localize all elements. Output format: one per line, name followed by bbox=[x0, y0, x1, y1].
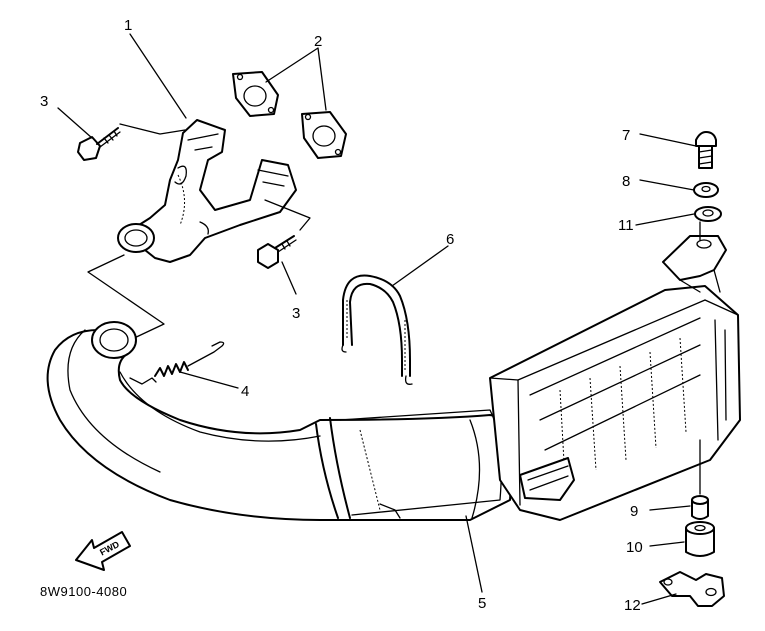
gasket-upper bbox=[232, 71, 279, 117]
plain-washer bbox=[694, 206, 722, 222]
gasket-lower bbox=[301, 111, 347, 159]
muffler-assembly bbox=[46, 235, 741, 522]
callout-9: 9 bbox=[630, 503, 638, 520]
callout-2: 2 bbox=[314, 33, 322, 50]
damper bbox=[685, 521, 715, 557]
breather-tube bbox=[341, 274, 413, 385]
bolt-muffler bbox=[695, 131, 717, 169]
callout-6: 6 bbox=[446, 231, 454, 248]
callout-labels: 1 2 3 3 4 5 6 7 8 9 10 11 12 bbox=[40, 17, 643, 614]
callout-4: 4 bbox=[241, 383, 249, 400]
spring bbox=[129, 341, 225, 385]
stay-bracket bbox=[659, 571, 725, 607]
callout-8: 8 bbox=[622, 173, 630, 190]
collar bbox=[691, 495, 709, 520]
diagram-code: 8W9100-4080 bbox=[40, 584, 127, 599]
callout-leaders bbox=[57, 33, 701, 605]
callout-5: 5 bbox=[478, 595, 486, 612]
assembly-guide-lines bbox=[87, 123, 311, 341]
callout-7: 7 bbox=[622, 127, 630, 144]
callout-3-upper: 3 bbox=[40, 93, 48, 110]
callout-10: 10 bbox=[626, 539, 643, 556]
bolt-lower bbox=[257, 235, 297, 269]
callout-12: 12 bbox=[624, 597, 641, 614]
exhaust-manifold bbox=[117, 119, 297, 263]
bolt-upper bbox=[77, 127, 121, 161]
forward-arrow-icon: FWD bbox=[75, 531, 131, 571]
washer bbox=[693, 182, 719, 198]
callout-1: 1 bbox=[124, 17, 132, 34]
callout-11: 11 bbox=[618, 217, 634, 234]
callout-3-lower: 3 bbox=[292, 305, 300, 322]
